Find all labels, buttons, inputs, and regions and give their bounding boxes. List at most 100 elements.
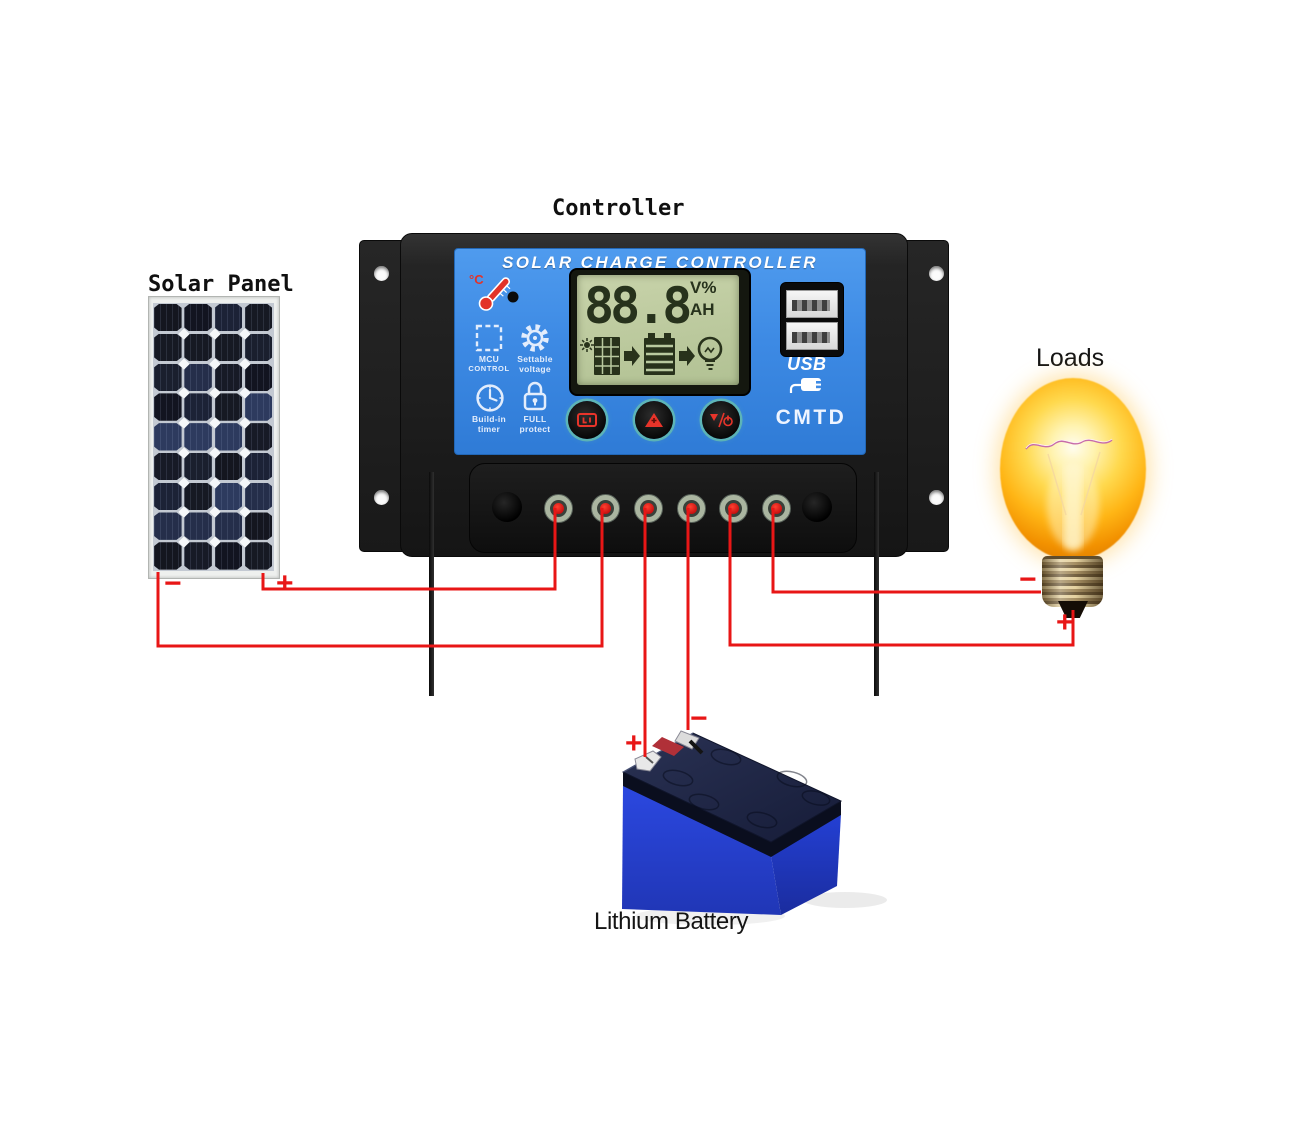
battery-icon	[648, 333, 655, 338]
faceplate: SOLAR CHARGE CONTROLLER °C	[454, 248, 866, 455]
solar-cell	[184, 304, 212, 332]
battery-top-ovals	[662, 748, 831, 829]
load-select-button	[568, 401, 606, 439]
gear-icon	[521, 324, 549, 352]
solar-cell	[184, 482, 212, 511]
terminal-block	[469, 463, 857, 553]
arrow-right-icon	[679, 346, 695, 366]
battery-minus-label: −	[690, 702, 708, 735]
temp-unit: °C	[469, 272, 484, 287]
body-seam	[429, 472, 434, 696]
solar-cell	[214, 512, 243, 540]
mount-flange-right	[901, 240, 949, 552]
terminal-solar-plus	[544, 494, 573, 523]
solar-cell	[244, 452, 273, 481]
solar-panel-label: Solar Panel	[148, 272, 294, 297]
battery-front-face	[622, 785, 781, 915]
solar-panel	[148, 296, 280, 579]
usb-plug-icon	[789, 378, 821, 393]
usb-port-slot	[786, 290, 838, 318]
feature-label-voltage: Settable voltage	[517, 354, 553, 374]
solar-cell	[184, 333, 212, 362]
solar-cell	[184, 452, 212, 481]
usb-port-slot	[786, 322, 838, 350]
solar-cell	[214, 452, 243, 481]
solar-cell	[214, 363, 243, 391]
battery-terminal-pad	[652, 737, 684, 756]
solar-cell	[214, 304, 243, 332]
thermometer-icon: °C	[469, 272, 519, 311]
mcu-icon	[475, 324, 503, 352]
solar-cell	[154, 363, 182, 391]
lcd-screen: 88.8 V% AH	[577, 275, 739, 385]
solar-cell	[244, 423, 273, 451]
lcd-unit-bottom: AH	[690, 300, 715, 319]
solar-cell	[214, 423, 243, 451]
solar-cell	[244, 482, 273, 511]
feature-label-mcu: MCU CONTROL	[468, 354, 510, 373]
terminal-battery-minus	[677, 494, 706, 523]
lcd-display: 88.8 V% AH	[569, 268, 751, 396]
terminal-load-plus	[719, 494, 748, 523]
solar-cell	[244, 333, 273, 362]
cable-hole	[492, 492, 522, 522]
solar-cell	[244, 363, 273, 391]
solar-cell	[184, 393, 212, 421]
timer-icon	[476, 384, 504, 412]
usb-logo: USB	[787, 354, 827, 374]
solar-cell	[244, 393, 273, 421]
battery-top-face	[621, 732, 843, 843]
lock-icon	[523, 381, 547, 411]
solar-cell	[214, 542, 243, 570]
solar-cell-grid	[153, 303, 274, 571]
solar-cell	[154, 423, 182, 451]
solar-cell	[154, 333, 182, 362]
up-arrow-button	[635, 401, 673, 439]
load-plus-label: +	[1056, 606, 1074, 639]
solar-minus-label: −	[164, 567, 182, 600]
bulb-icon	[697, 336, 723, 362]
solar-cell	[184, 423, 212, 451]
lithium-battery-label: Lithium Battery	[594, 908, 749, 935]
solar-cell	[154, 393, 182, 421]
down-power-button	[702, 401, 740, 439]
solar-cell	[154, 304, 182, 332]
cable-hole	[802, 492, 832, 522]
solar-cell	[154, 452, 182, 481]
battery-plus-label: +	[625, 727, 643, 760]
lcd-value: 88.8	[584, 277, 692, 335]
screw-hole	[374, 490, 389, 505]
loads-label: Loads	[1036, 344, 1105, 372]
lcd-flow-icons	[580, 333, 723, 375]
solar-cell	[244, 542, 273, 570]
solar-cell	[184, 542, 212, 570]
controller-body: SOLAR CHARGE CONTROLLER °C	[400, 233, 908, 696]
solar-cell	[154, 542, 182, 570]
feature-label-timer: Build-in timer	[471, 414, 507, 434]
usb-ports	[780, 282, 844, 357]
solar-cell	[154, 482, 182, 511]
solar-cell	[244, 304, 273, 332]
load-minus-label: −	[1019, 563, 1037, 596]
lithium-battery	[621, 730, 843, 915]
terminal-solar-minus	[591, 494, 620, 523]
up-arrow-icon	[645, 413, 663, 427]
light-bulb	[1000, 378, 1146, 560]
solar-cell	[154, 512, 182, 540]
solar-cell	[244, 512, 273, 540]
solar-cell	[214, 393, 243, 421]
terminal-load-minus	[762, 494, 791, 523]
controller-label: Controller	[552, 196, 685, 221]
sun-icon	[584, 342, 590, 348]
indicator-led	[507, 291, 519, 303]
lcd-unit-top: V%	[690, 278, 717, 297]
solar-cell	[214, 333, 243, 362]
screw-hole	[374, 266, 389, 281]
bulb-screw-base	[1042, 556, 1103, 607]
faceplate-title: SOLAR CHARGE CONTROLLER	[502, 253, 818, 272]
solar-cell	[184, 363, 212, 391]
solar-cell	[214, 482, 243, 511]
down-power-icon	[710, 412, 733, 428]
load-button-icon	[577, 413, 597, 427]
